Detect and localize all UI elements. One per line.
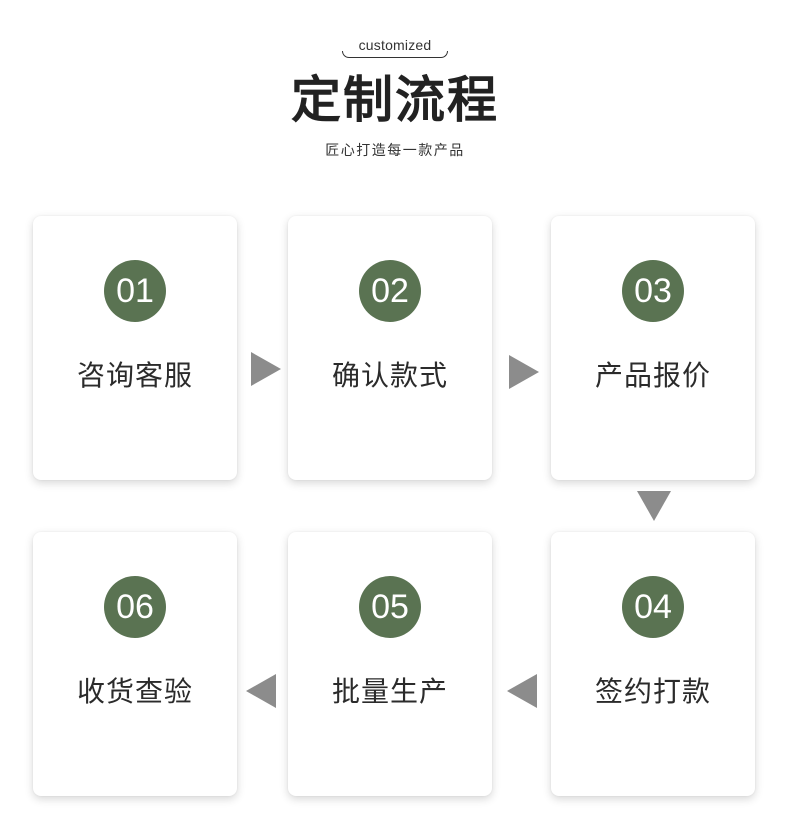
step-label: 签约打款 — [594, 675, 711, 708]
page-title: 定制流程 — [291, 71, 499, 129]
step-card-04: 04 签约打款 — [551, 532, 755, 796]
step-number-badge: 06 — [104, 576, 166, 638]
step-label: 批量生产 — [331, 675, 448, 708]
step-number-badge: 02 — [359, 260, 421, 322]
step-label: 确认款式 — [331, 359, 448, 392]
customized-tag: customized — [342, 34, 448, 58]
page-subtitle: 匠心打造每一款产品 — [325, 143, 465, 159]
step-card-05: 05 批量生产 — [288, 532, 492, 796]
triangle-right-arrow-icon — [509, 355, 539, 389]
step-number-badge: 03 — [622, 260, 684, 322]
step-card-01: 01 咨询客服 — [33, 216, 237, 480]
step-number-badge: 01 — [104, 260, 166, 322]
step-card-02: 02 确认款式 — [288, 216, 492, 480]
triangle-right-arrow-icon — [251, 352, 281, 386]
step-label: 产品报价 — [594, 359, 711, 392]
triangle-left-arrow-icon — [507, 674, 537, 708]
triangle-left-arrow-icon — [246, 674, 276, 708]
step-card-06: 06 收货查验 — [33, 532, 237, 796]
step-number-badge: 05 — [359, 576, 421, 638]
step-label: 收货查验 — [76, 675, 193, 708]
page-header: customized 定制流程 匠心打造每一款产品 — [0, 0, 790, 190]
tag-text: customized — [358, 37, 432, 53]
tag-underline-decoration — [342, 51, 448, 58]
triangle-down-arrow-icon — [637, 491, 671, 521]
step-card-03: 03 产品报价 — [551, 216, 755, 480]
step-number-badge: 04 — [622, 576, 684, 638]
step-label: 咨询客服 — [76, 359, 193, 392]
